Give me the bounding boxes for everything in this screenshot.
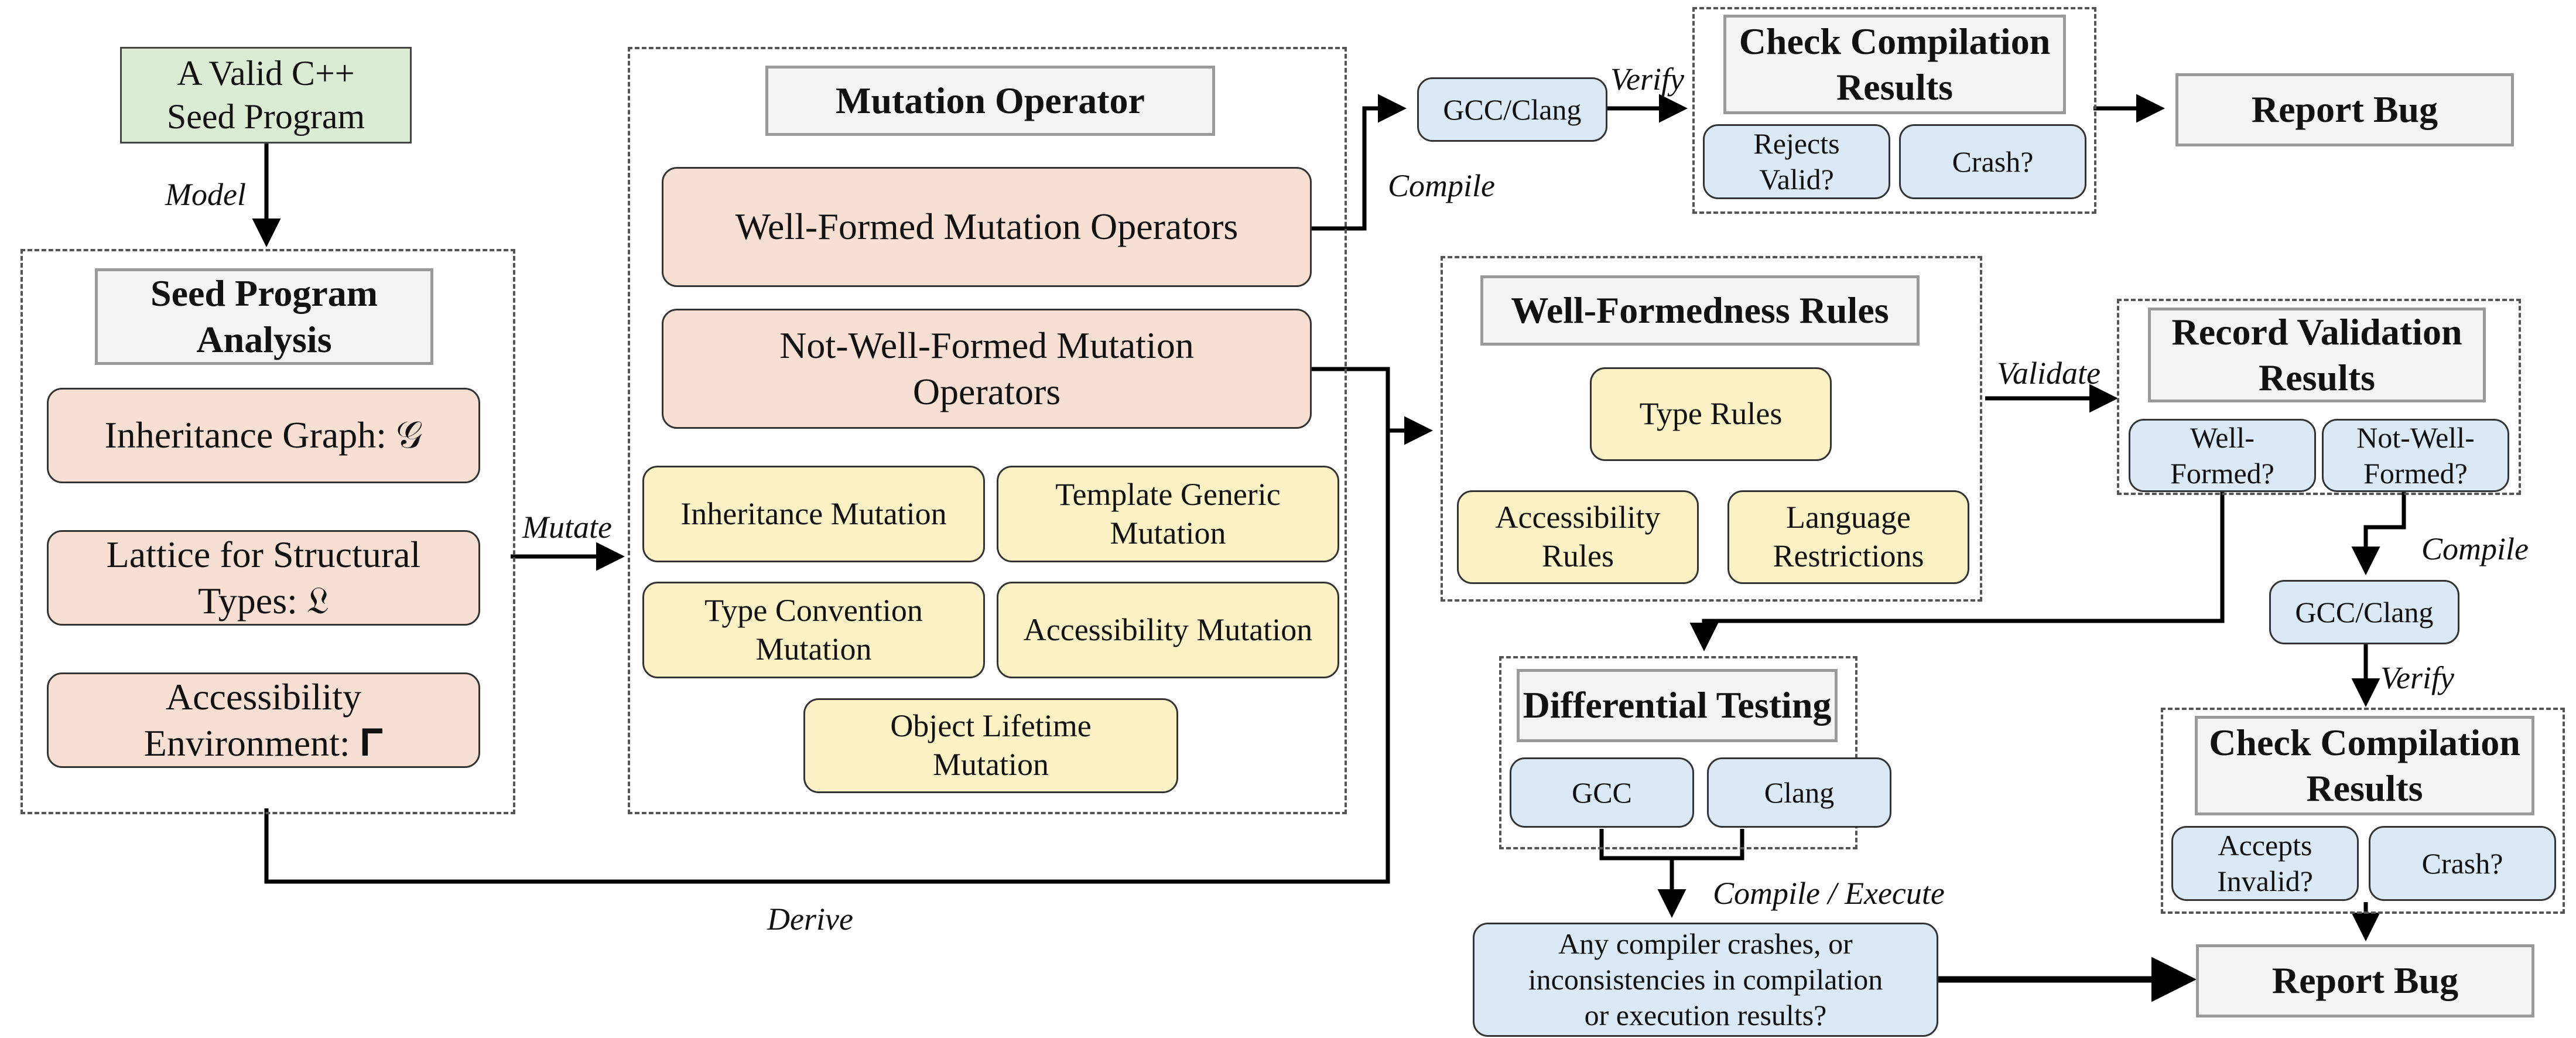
report-bug-top: Report Bug bbox=[2175, 73, 2514, 146]
mutation-operator-group bbox=[628, 47, 1347, 814]
inconsistency-question-box: Any compiler crashes, or inconsistencies… bbox=[1473, 923, 1938, 1037]
differential-testing-group bbox=[1499, 656, 1857, 849]
well-formedness-rules-title: Well-Formedness Rules bbox=[1480, 275, 1920, 346]
record-validation-group bbox=[2117, 299, 2521, 495]
object-lifetime-mutation-box: Object Lifetime Mutation bbox=[803, 698, 1178, 793]
arrow-not-well-formed-operators bbox=[1312, 367, 1390, 431]
inheritance-mutation-box: Inheritance Mutation bbox=[642, 466, 985, 562]
label-validate: Validate bbox=[1997, 356, 2101, 391]
accessibility-rules-box: Accessibility Rules bbox=[1457, 490, 1699, 584]
check-results-group-bottom bbox=[2161, 708, 2565, 914]
compiler-box-top: GCC/Clang bbox=[1417, 77, 1607, 142]
check-results-group-top bbox=[1692, 7, 2096, 214]
clang-box: Clang bbox=[1707, 757, 1891, 828]
well-formed-result-box: Well- Formed? bbox=[2129, 419, 2316, 492]
inheritance-graph-box: Inheritance Graph: 𝒢 bbox=[47, 388, 480, 483]
differential-testing-title: Differential Testing bbox=[1517, 669, 1838, 742]
gcc-box: GCC bbox=[1510, 757, 1694, 828]
report-bug-bottom: Report Bug bbox=[2196, 944, 2534, 1017]
not-well-formed-operators-box: Not-Well-Formed Mutation Operators bbox=[662, 309, 1312, 429]
arrow-derive bbox=[264, 416, 1433, 884]
type-convention-mutation-box: Type Convention Mutation bbox=[642, 582, 985, 678]
label-derive: Derive bbox=[767, 902, 853, 937]
label-model: Model bbox=[165, 177, 246, 212]
compiler-box-right: GCC/Clang bbox=[2269, 580, 2459, 644]
well-formedness-rules-group bbox=[1441, 256, 1982, 602]
type-rules-box: Type Rules bbox=[1590, 367, 1832, 461]
label-verify-right: Verify bbox=[2380, 660, 2454, 695]
check-results-title-top: Check Compilation Results bbox=[1723, 15, 2066, 114]
language-restrictions-box: Language Restrictions bbox=[1727, 490, 1969, 584]
rejects-valid-box: Rejects Valid? bbox=[1703, 124, 1890, 199]
check-results-title-bottom: Check Compilation Results bbox=[2195, 716, 2534, 815]
label-mutate: Mutate bbox=[522, 510, 612, 545]
accessibility-mutation-box: Accessibility Mutation bbox=[997, 582, 1339, 678]
accessibility-environment-box: Accessibility Environment: 𝚪 bbox=[47, 672, 480, 768]
arrow-well-formed bbox=[1689, 492, 2225, 651]
label-compile-execute: Compile / Execute bbox=[1713, 876, 1945, 911]
arrow-compile-top bbox=[1312, 94, 1407, 231]
crash-box-top: Crash? bbox=[1899, 124, 2086, 199]
arrow-diff-bracket bbox=[1599, 829, 1744, 914]
crash-box-bottom: Crash? bbox=[2369, 826, 2556, 901]
well-formed-operators-box: Well-Formed Mutation Operators bbox=[662, 167, 1312, 287]
template-generic-mutation-box: Template Generic Mutation bbox=[997, 466, 1339, 562]
not-well-formed-result-box: Not-Well- Formed? bbox=[2322, 419, 2509, 492]
seed-analysis-title: Seed Program Analysis bbox=[95, 268, 433, 365]
seed-analysis-group bbox=[20, 249, 515, 814]
mutation-operator-title: Mutation Operator bbox=[765, 66, 1215, 136]
label-compile-top: Compile bbox=[1388, 168, 1495, 203]
seed-program-box: A Valid C++ Seed Program bbox=[120, 47, 412, 144]
arrow-compile-right bbox=[2351, 492, 2406, 575]
record-validation-title: Record Validation Results bbox=[2148, 308, 2486, 402]
accepts-invalid-box: Accepts Invalid? bbox=[2171, 826, 2359, 901]
label-verify-top: Verify bbox=[1610, 62, 1684, 97]
label-compile-right: Compile bbox=[2421, 531, 2529, 566]
structural-types-lattice-box: Lattice for Structural Types: 𝔏 bbox=[47, 530, 480, 626]
